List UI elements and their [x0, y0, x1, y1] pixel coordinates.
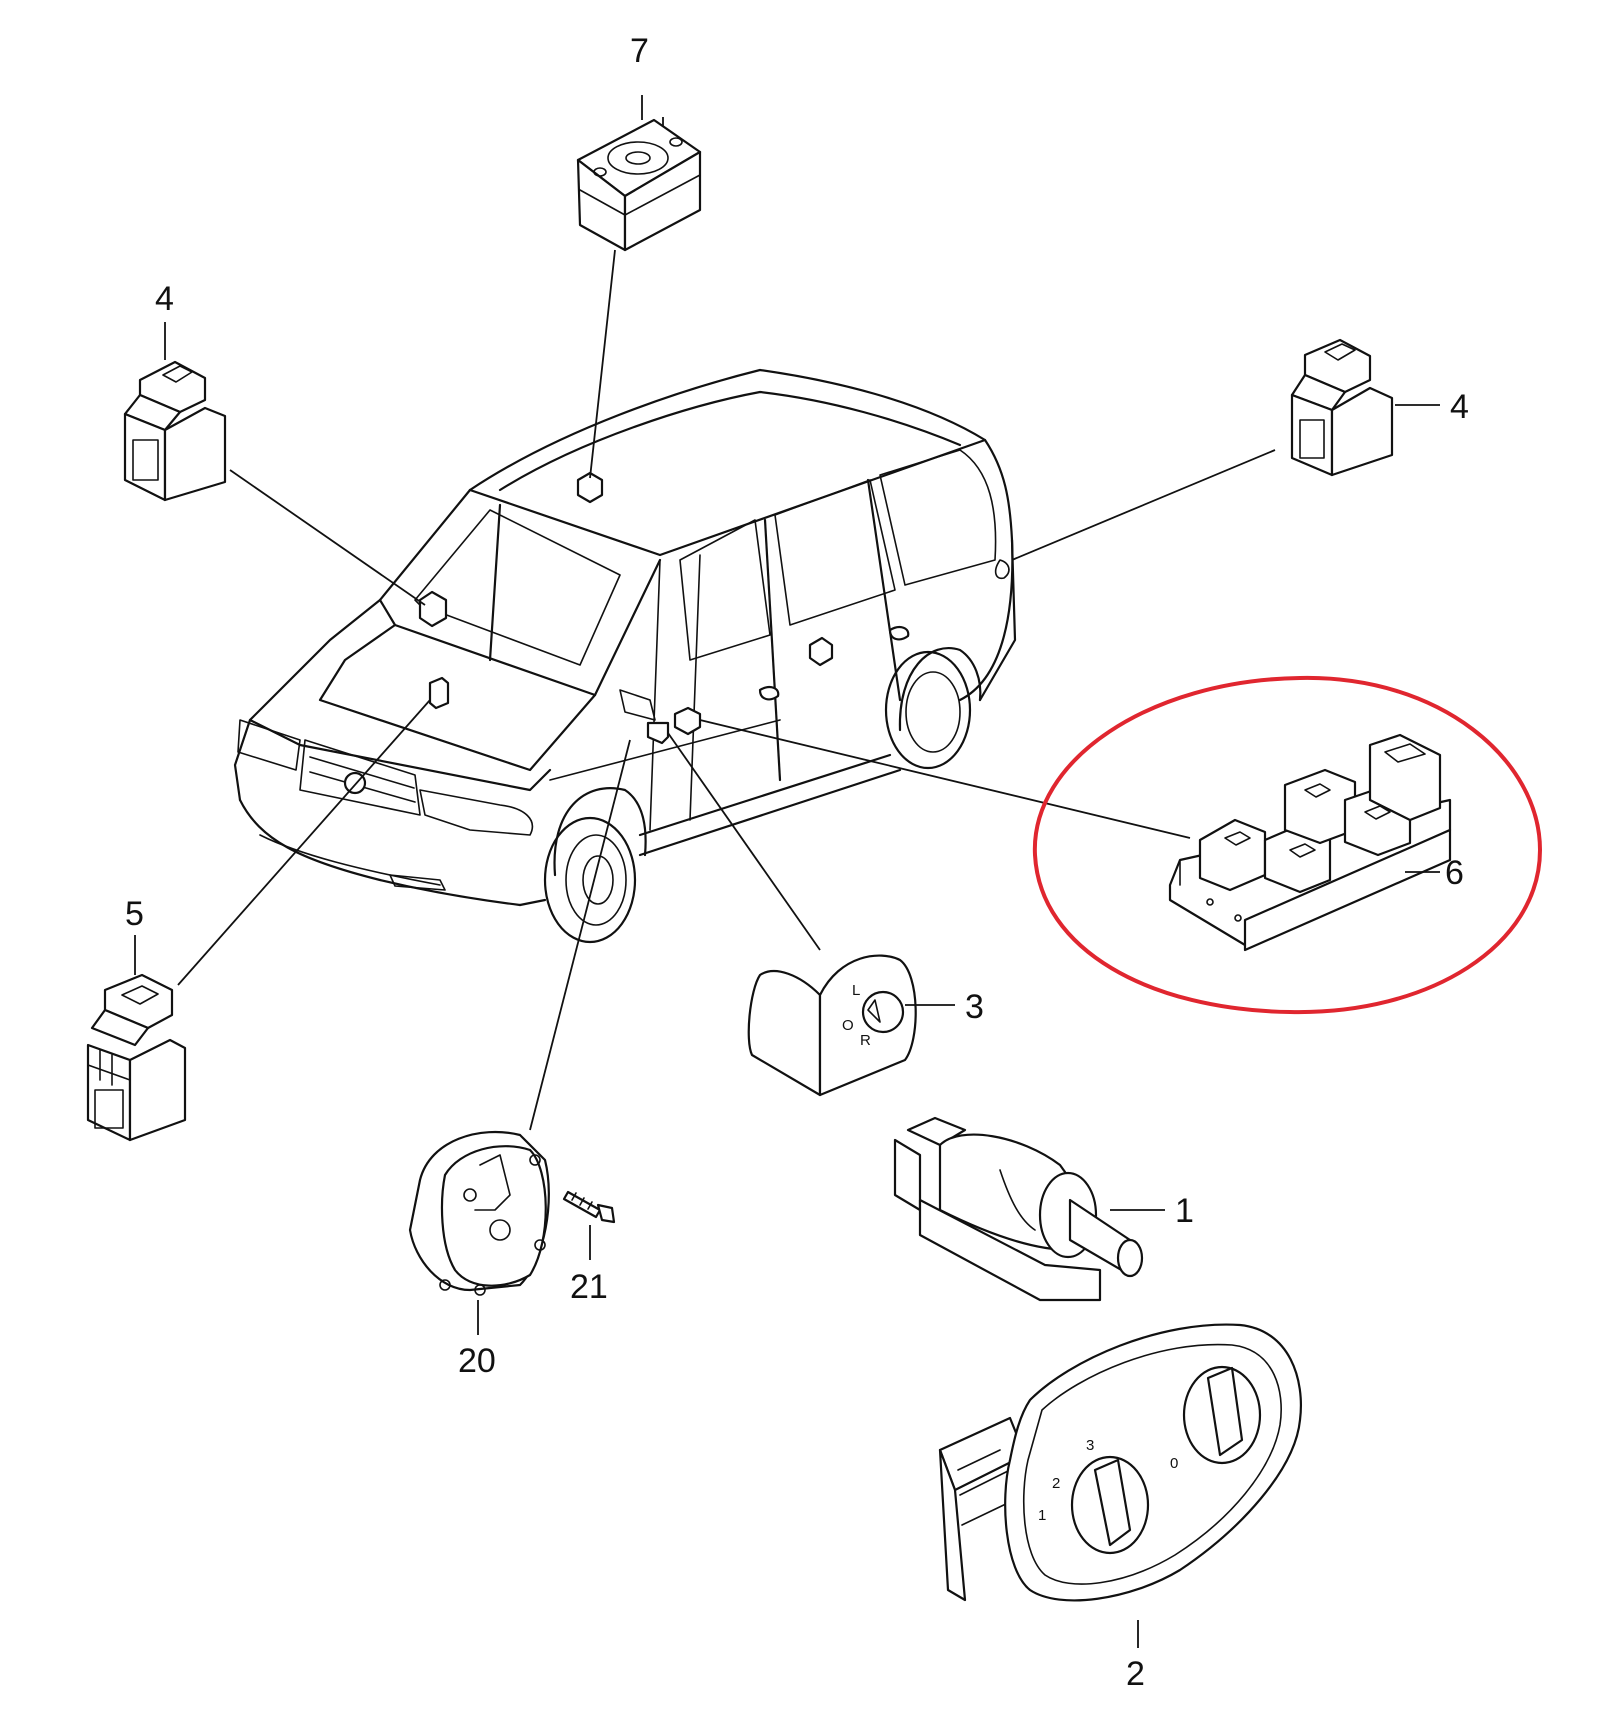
- light-mark-2: 2: [1052, 1475, 1060, 1492]
- callout-7: 7: [630, 32, 649, 70]
- mirror-mark-O: O: [842, 1017, 854, 1034]
- part-4-right-switch: [1290, 338, 1440, 477]
- part-5-switch: [86, 935, 187, 1142]
- callout-20: 20: [458, 1342, 496, 1380]
- part-6-window-switch: [1168, 733, 1452, 952]
- callout-4-left: 4: [155, 280, 174, 318]
- part-20-actuator: [408, 1130, 550, 1335]
- highlight-circle-part-6: [1032, 675, 1543, 1015]
- part-21-screw: [562, 1190, 616, 1260]
- light-mark-3: 3: [1086, 1437, 1094, 1454]
- mirror-mark-L: L: [852, 982, 860, 999]
- part-3-mirror-switch: L O R: [747, 954, 955, 1097]
- callout-1: 1: [1175, 1192, 1194, 1230]
- callout-4-right: 4: [1450, 388, 1469, 426]
- part-4-left-switch: [123, 322, 227, 502]
- callout-3: 3: [965, 988, 984, 1026]
- callout-6: 6: [1445, 854, 1464, 892]
- callout-21: 21: [570, 1268, 608, 1306]
- callout-labels: 7 4 4 5 6 3 1 21 20 2: [125, 32, 1469, 1693]
- light-mark-1: 1: [1038, 1507, 1046, 1524]
- part-2-light-switch: 1 2 3 0: [938, 1323, 1302, 1648]
- callout-2: 2: [1126, 1655, 1145, 1693]
- light-mark-0: 0: [1170, 1455, 1178, 1472]
- vehicle-illustration: [233, 368, 1017, 944]
- callout-5: 5: [125, 895, 144, 933]
- leader-lines: [177, 117, 1276, 1131]
- mirror-mark-R: R: [860, 1032, 871, 1049]
- part-7-switch: [576, 95, 702, 252]
- part-1-brake-light-switch: [893, 1116, 1165, 1302]
